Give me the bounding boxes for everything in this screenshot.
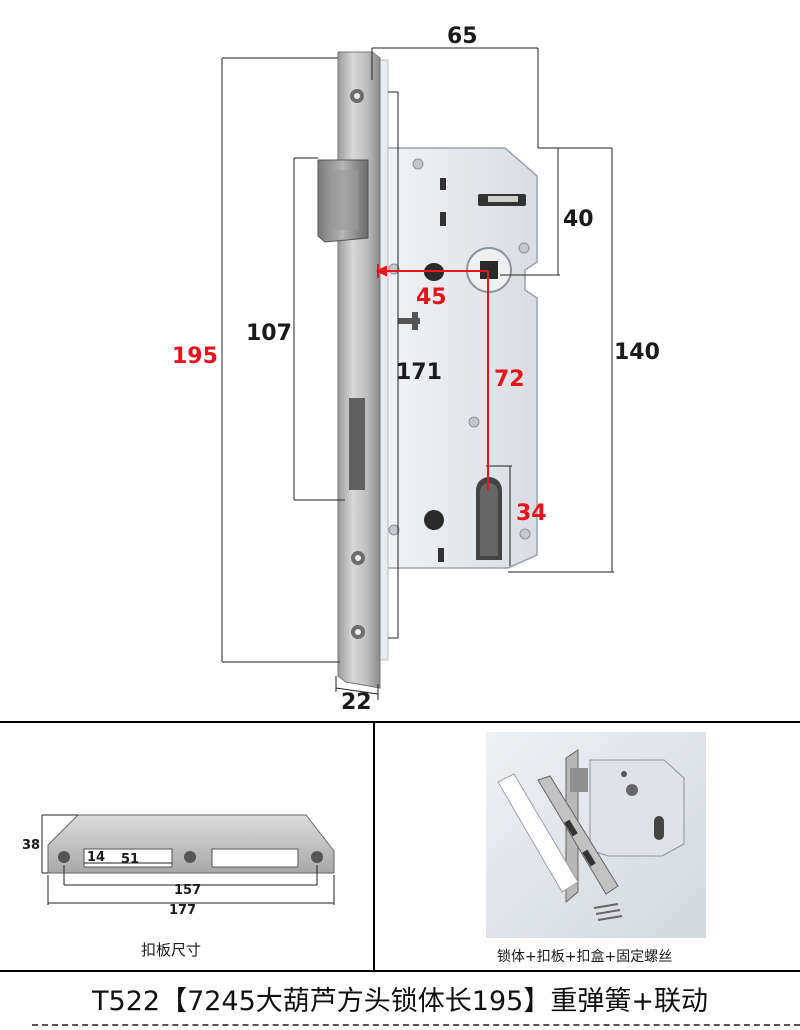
- divider-horizontal-bottom: [0, 970, 800, 972]
- strike-plate-caption: 扣板尺寸: [141, 941, 202, 959]
- dim-faceplate-width: 22: [341, 690, 372, 715]
- product-title: T522【7245大葫芦方头锁体长195】重弹簧+联动: [92, 986, 708, 1017]
- divider-vertical: [373, 723, 375, 970]
- square-spindle-hole: [480, 261, 498, 279]
- dim-cylinder: 34: [516, 501, 547, 526]
- dim-backset: 45: [416, 285, 447, 310]
- dashed-separator: [32, 1024, 800, 1026]
- lock-body-drawing: [221, 47, 614, 700]
- strike-plate-drawing: [41, 814, 335, 905]
- product-photo: [486, 732, 706, 938]
- dim-right-height: 140: [614, 340, 660, 365]
- dim-right-upper: 40: [563, 207, 594, 232]
- strike-dim-hole-spacing: 157: [174, 883, 202, 898]
- faceplate: [337, 51, 381, 689]
- case-side-plate: [379, 59, 389, 661]
- dim-width-top: 65: [447, 24, 478, 49]
- divider-horizontal-top: [0, 721, 800, 723]
- dim-latch-span: 107: [246, 321, 292, 346]
- photo-caption: 锁体+扣板+扣盒+固定螺丝: [497, 949, 673, 965]
- dim-body-height: 171: [396, 360, 442, 385]
- lock-case: [377, 147, 538, 569]
- dim-center-spacing: 72: [494, 367, 525, 392]
- dim-total-height: 195: [172, 344, 218, 369]
- strike-dim-height: 38: [22, 838, 41, 853]
- faceplate-slot: [349, 398, 365, 490]
- strike-dim-inner: 14: [87, 850, 106, 865]
- strike-dim-total-length: 177: [169, 903, 197, 918]
- strike-dim-opening: 51: [121, 852, 140, 867]
